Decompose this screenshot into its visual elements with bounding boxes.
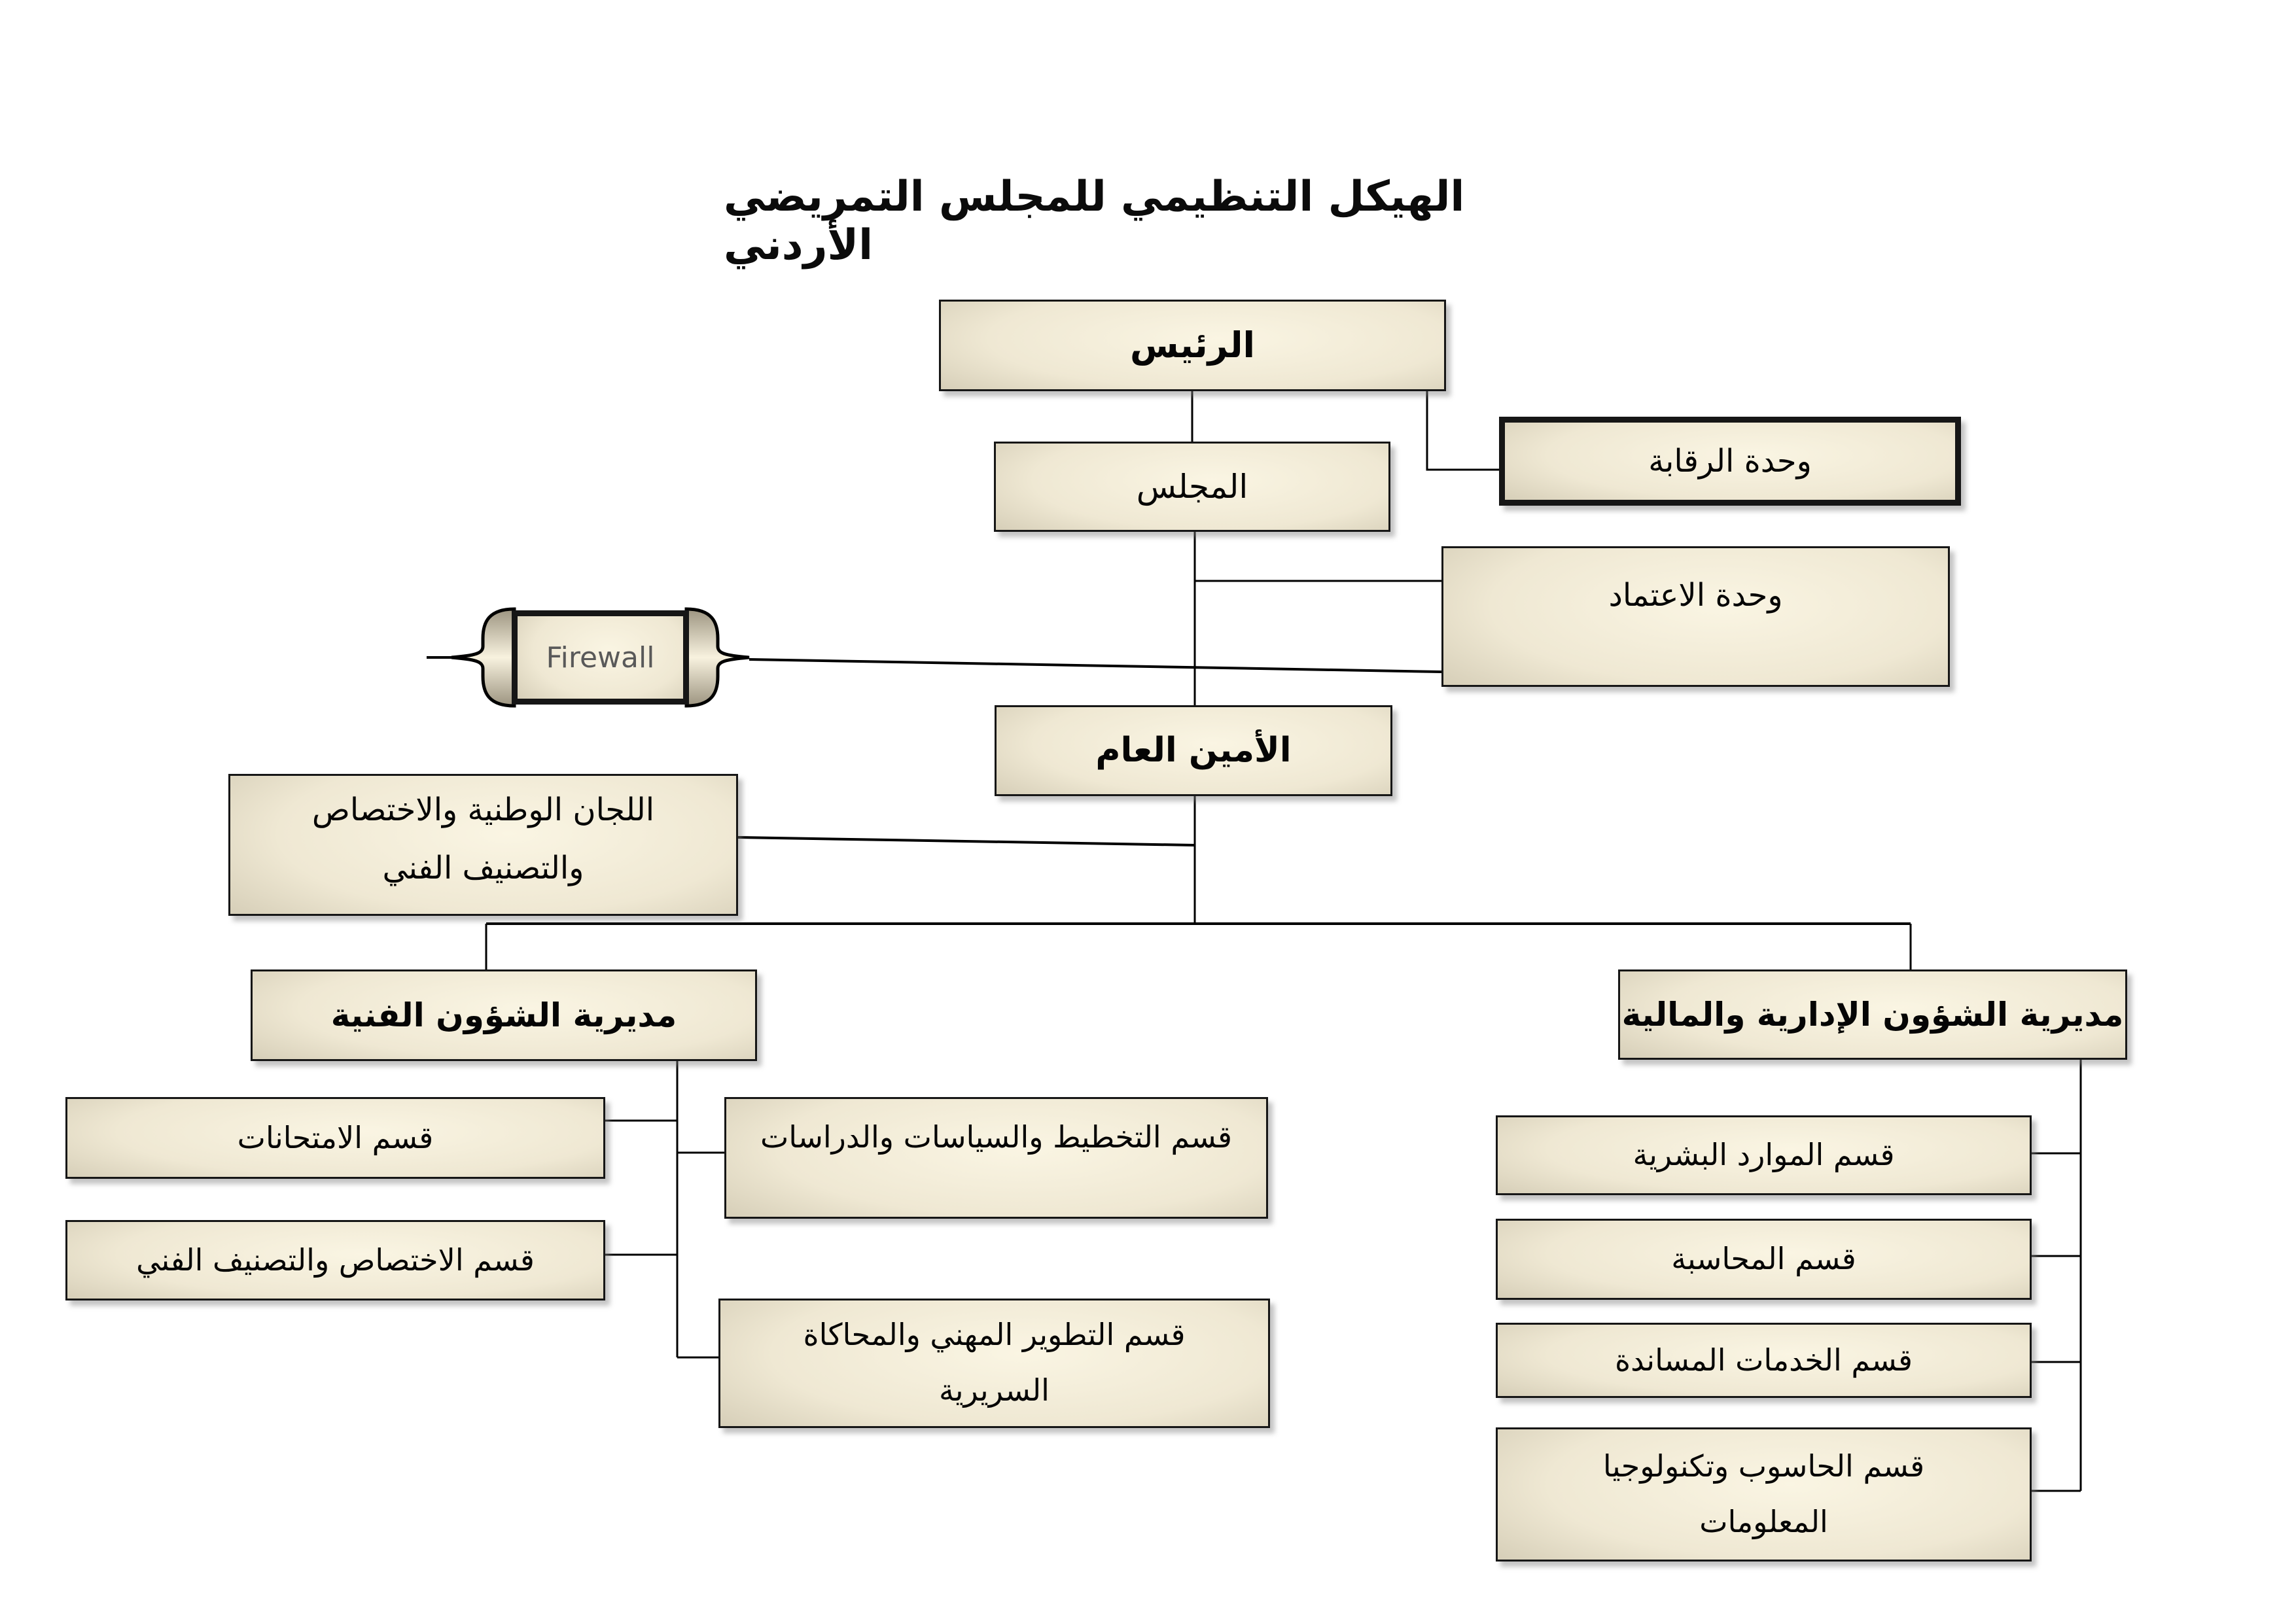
node-development-dept: قسم التطوير المهني والمحاكاة السريرية bbox=[718, 1299, 1270, 1428]
node-dir-technical: مديرية الشؤون الفنية bbox=[251, 969, 757, 1061]
node-control-unit-label: وحدة الرقابة bbox=[1648, 442, 1812, 480]
node-council-label: المجلس bbox=[1136, 467, 1248, 506]
node-planning-dept: قسم التخطيط والسياسات والدراسات bbox=[724, 1097, 1268, 1219]
node-secretary-general: الأمين العام bbox=[995, 705, 1392, 796]
node-firewall bbox=[512, 610, 689, 705]
connector-committees-trunk bbox=[737, 836, 1195, 846]
node-hr-dept: قسم الموارد البشرية bbox=[1496, 1115, 2032, 1195]
node-development-dept-label: قسم التطوير المهني والمحاكاة السريرية bbox=[803, 1317, 1186, 1408]
node-national-committees: اللجان الوطنية والاختصاص والتصنيف الفني bbox=[228, 774, 738, 916]
node-dir-technical-label: مديرية الشؤون الفنية bbox=[330, 996, 677, 1034]
node-national-committees-label: اللجان الوطنية والاختصاص والتصنيف الفني bbox=[311, 792, 655, 886]
node-dir-admin-financial: مديرية الشؤون الإدارية والمالية bbox=[1618, 969, 2127, 1060]
node-accounting-dept: قسم المحاسبة bbox=[1496, 1219, 2032, 1300]
node-control-unit: وحدة الرقابة bbox=[1499, 417, 1961, 506]
node-president: الرئيس bbox=[939, 300, 1446, 391]
firewall-left-brace bbox=[451, 607, 516, 708]
firewall-text: Firewall bbox=[546, 640, 655, 674]
node-firewall-label: Firewall bbox=[512, 610, 689, 705]
node-accounting-dept-label: قسم المحاسبة bbox=[1671, 1241, 1856, 1277]
node-accreditation-unit: وحدة الاعتماد bbox=[1441, 546, 1950, 687]
node-specialization-dept-label: قسم الاختصاص والتصنيف الفني bbox=[136, 1242, 535, 1278]
node-exams-dept: قسم الامتحانات bbox=[65, 1097, 605, 1179]
node-secretary-general-label: الأمين العام bbox=[1095, 731, 1292, 771]
node-support-dept-label: قسم الخدمات المساندة bbox=[1615, 1342, 1913, 1378]
node-council: المجلس bbox=[994, 442, 1390, 532]
node-president-label: الرئيس bbox=[1129, 324, 1256, 366]
connector-president-control-unit bbox=[1426, 391, 1499, 471]
node-it-dept-label: قسم الحاسوب وتكنولوجيا المعلومات bbox=[1602, 1448, 1925, 1540]
firewall-right-brace bbox=[684, 607, 750, 708]
connector-firewall-accreditation bbox=[749, 658, 1442, 673]
node-exams-dept-label: قسم الامتحانات bbox=[237, 1119, 434, 1155]
node-planning-dept-label: قسم التخطيط والسياسات والدراسات bbox=[760, 1119, 1232, 1155]
node-it-dept: قسم الحاسوب وتكنولوجيا المعلومات bbox=[1496, 1427, 2032, 1562]
node-hr-dept-label: قسم الموارد البشرية bbox=[1633, 1137, 1895, 1173]
node-dir-admin-financial-label: مديرية الشؤون الإدارية والمالية bbox=[1621, 995, 2124, 1034]
node-accreditation-unit-label: وحدة الاعتماد bbox=[1608, 577, 1783, 614]
node-support-dept: قسم الخدمات المساندة bbox=[1496, 1323, 2032, 1398]
page-title-text: الهيكل التنظيمي للمجلس التمريضي الأردني bbox=[724, 173, 1465, 270]
page-title: الهيكل التنظيمي للمجلس التمريضي الأردني bbox=[724, 173, 1574, 270]
node-specialization-dept: قسم الاختصاص والتصنيف الفني bbox=[65, 1220, 605, 1300]
